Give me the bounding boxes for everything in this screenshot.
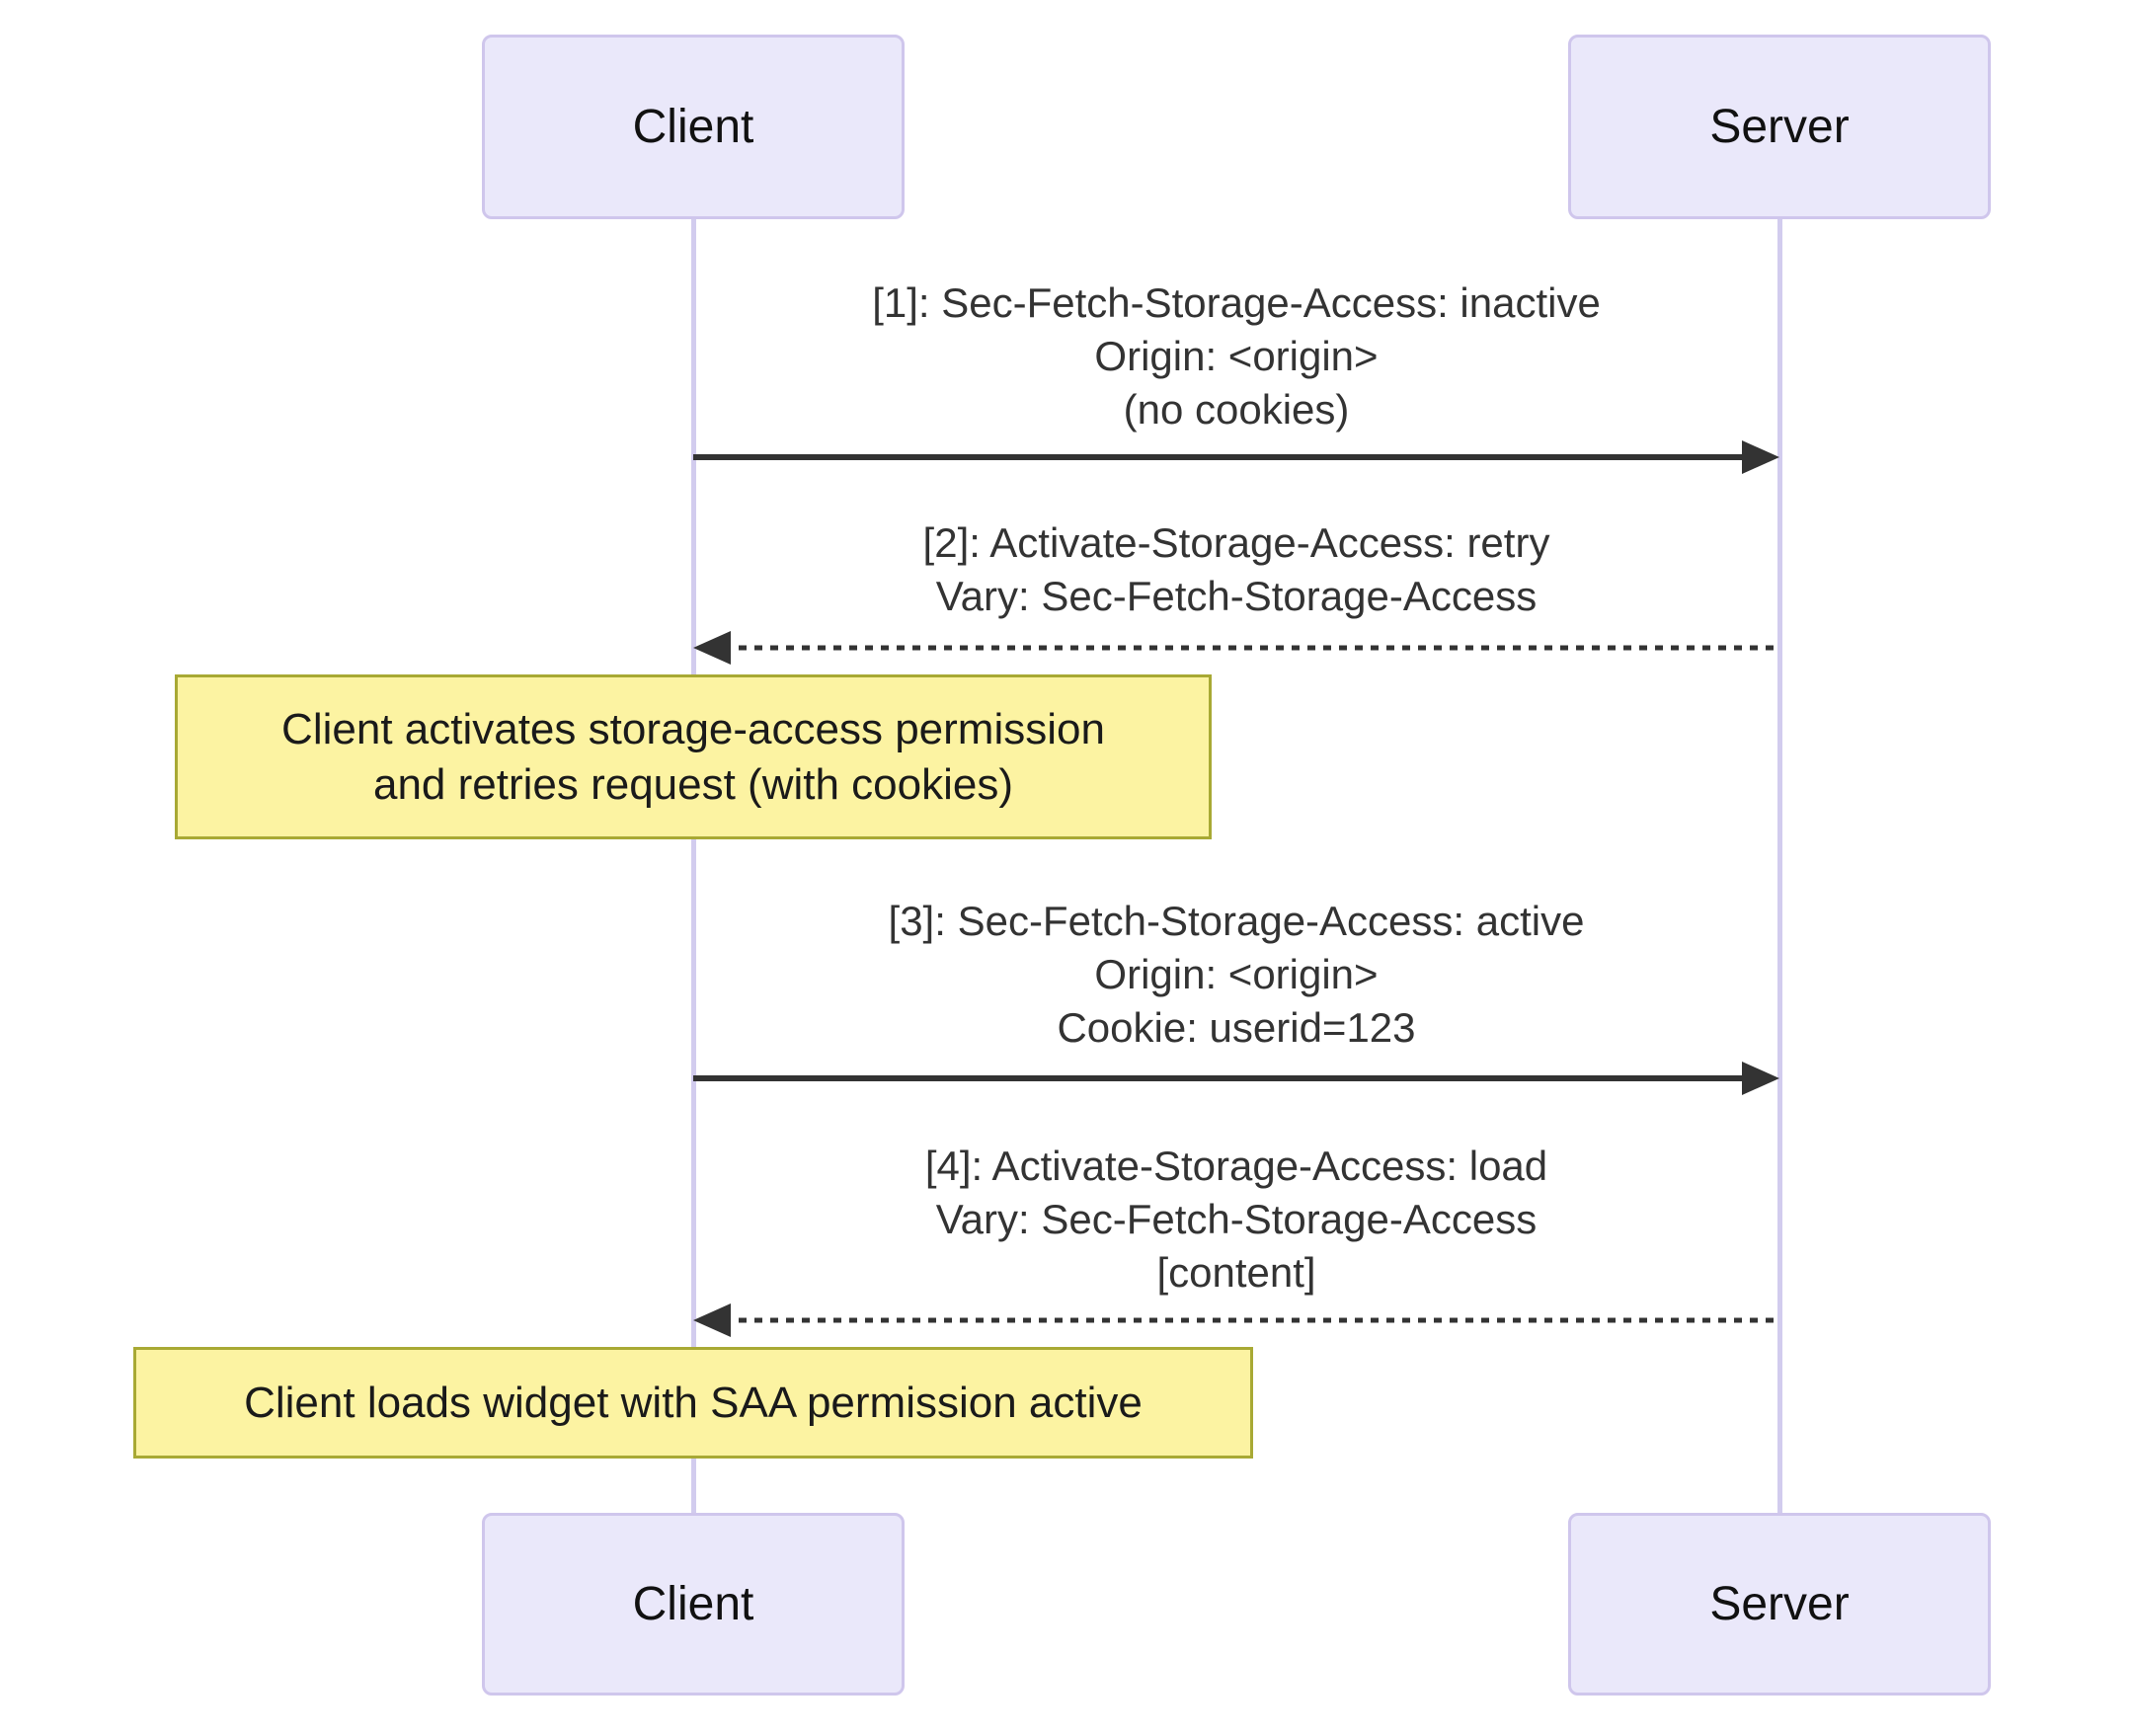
- message-text-line: Origin: <origin>: [1094, 333, 1379, 379]
- arrowhead-left-icon: [693, 1303, 731, 1337]
- actor-label: Server: [1709, 1578, 1850, 1630]
- message-text-line: Cookie: userid=123: [1057, 1004, 1416, 1051]
- message-1-arrow: [693, 440, 1779, 474]
- message-text-line: Vary: Sec-Fetch-Storage-Access: [935, 1196, 1538, 1242]
- note-text-line: Client loads widget with SAA permission …: [244, 1378, 1143, 1427]
- actor-label: Client: [632, 1578, 754, 1630]
- arrow-shaft: [723, 645, 1779, 651]
- message-text-line: [4]: Activate-Storage-Access: load: [924, 1143, 1548, 1189]
- message-text-line: [1]: Sec-Fetch-Storage-Access: inactive: [872, 279, 1601, 326]
- arrowhead-left-icon: [693, 631, 731, 665]
- server-lifeline: [1777, 219, 1782, 1513]
- message-text-line: [2]: Activate-Storage-Access: retry: [922, 519, 1550, 566]
- message-text-line: [content]: [1156, 1249, 1316, 1296]
- note-client-activates: Client activates storage-access permissi…: [175, 674, 1212, 839]
- actor-server-bottom: Server: [1568, 1513, 1991, 1696]
- client-lifeline: [691, 219, 696, 1513]
- note-text-line: and retries request (with cookies): [372, 759, 1014, 809]
- message-text-line: (no cookies): [1123, 386, 1350, 433]
- arrowhead-right-icon: [1742, 440, 1779, 474]
- actor-label: Server: [1709, 101, 1850, 153]
- note-text-line: Client activates storage-access permissi…: [281, 704, 1105, 753]
- arrow-shaft: [723, 1317, 1779, 1323]
- actor-client-bottom: Client: [482, 1513, 905, 1696]
- message-4-text: [4]: Activate-Storage-Access: load Vary:…: [693, 1140, 1779, 1300]
- message-text-line: Origin: <origin>: [1094, 951, 1379, 997]
- message-3-text: [3]: Sec-Fetch-Storage-Access: active Or…: [693, 895, 1779, 1055]
- actor-client-top: Client: [482, 35, 905, 219]
- arrow-shaft: [693, 454, 1750, 460]
- message-4-arrow: [693, 1303, 1779, 1337]
- message-text-line: [3]: Sec-Fetch-Storage-Access: active: [888, 898, 1585, 944]
- message-3-arrow: [693, 1062, 1779, 1095]
- note-client-loads-widget: Client loads widget with SAA permission …: [133, 1347, 1253, 1459]
- message-2-text: [2]: Activate-Storage-Access: retry Vary…: [693, 516, 1779, 623]
- message-2-arrow: [693, 631, 1779, 665]
- actor-server-top: Server: [1568, 35, 1991, 219]
- actor-label: Client: [632, 101, 754, 153]
- message-1-text: [1]: Sec-Fetch-Storage-Access: inactive …: [693, 276, 1779, 436]
- message-text-line: Vary: Sec-Fetch-Storage-Access: [935, 573, 1538, 619]
- arrowhead-right-icon: [1742, 1062, 1779, 1095]
- arrow-shaft: [693, 1075, 1750, 1081]
